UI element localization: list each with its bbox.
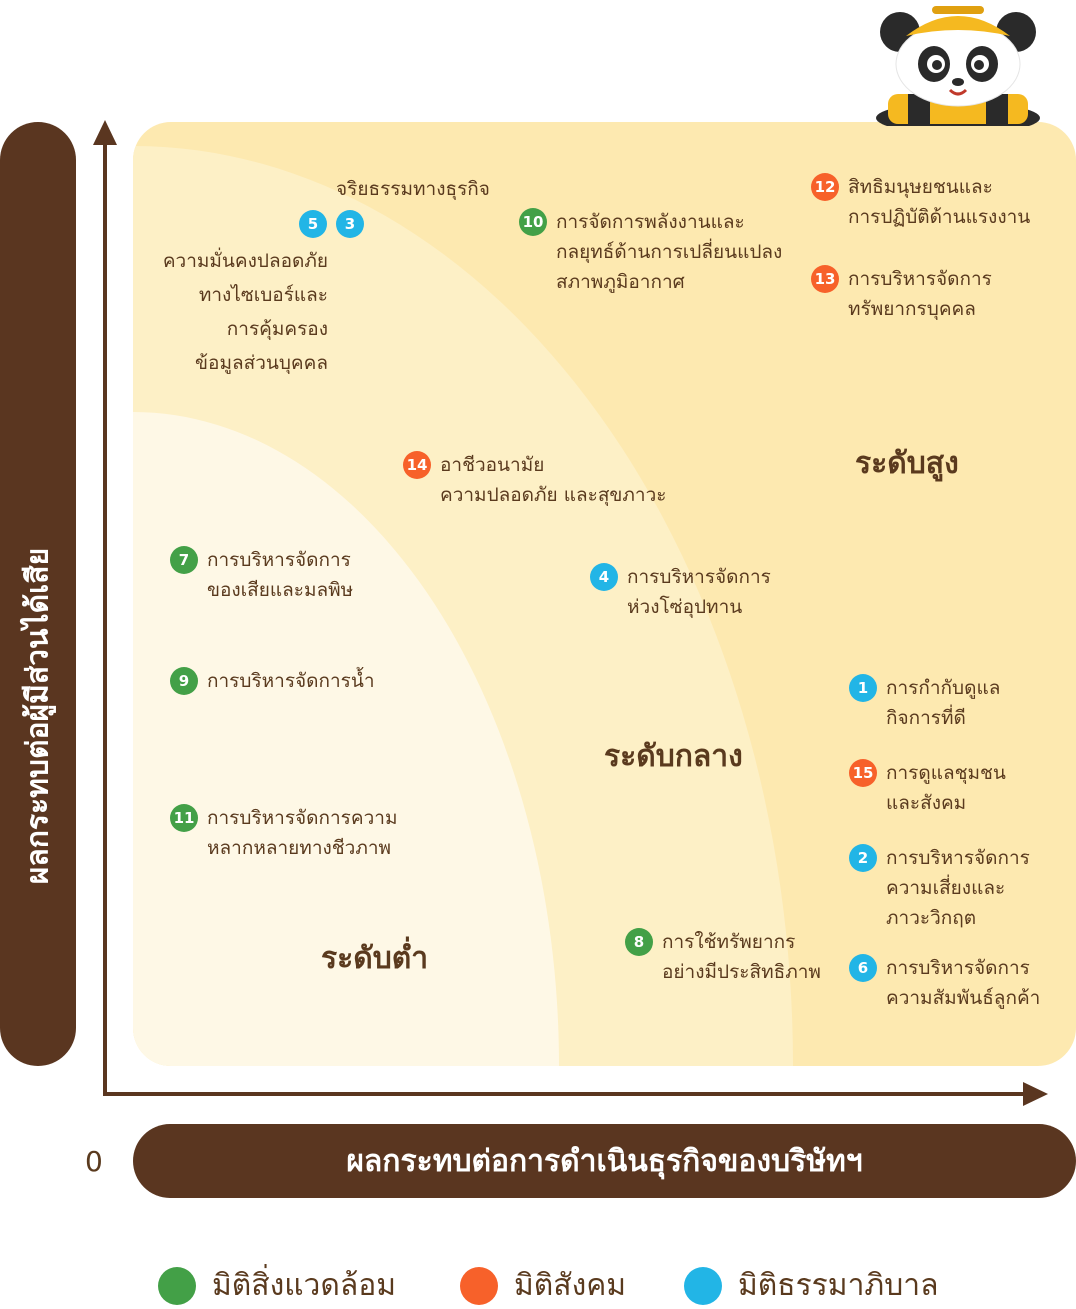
topic-label-line: ความเสี่ยงและ bbox=[886, 877, 1006, 899]
topic-4: 4 การบริหารจัดการ ห่วงโซ่อุปทาน bbox=[590, 562, 771, 622]
topic-label-line: กลยุทธ์ด้านการเปลี่ยนแปลง bbox=[556, 241, 783, 263]
topic-label-line: สภาพภูมิอากาศ bbox=[556, 271, 685, 293]
topic-label-line: การบริหารจัดการ bbox=[886, 957, 1030, 979]
topic-label-line: การจัดการพลังงานและ bbox=[556, 211, 745, 233]
topic-label-line: ของเสียและมลพิษ bbox=[207, 579, 354, 601]
topic-6: 6 การบริหารจัดการ ความสัมพันธ์ลูกค้า bbox=[849, 953, 1040, 1013]
topic-label-line: ความปลอดภัย และสุขภาวะ bbox=[440, 484, 667, 506]
origin-label: 0 bbox=[85, 1145, 103, 1178]
topic-business-ethics-label: จริยธรรมทางธุรกิจ bbox=[336, 174, 490, 204]
topic-label-line: อาชีวอนามัย bbox=[440, 454, 545, 476]
topic-badge-3: 3 bbox=[336, 210, 364, 238]
legend-label: มิติสิ่งแวดล้อม bbox=[212, 1268, 397, 1303]
topic-label-line: การบริหารจัดการ bbox=[627, 566, 771, 588]
level-low-label: ระดับต่ำ bbox=[321, 941, 429, 976]
topic-9: 9 การบริหารจัดการน้ำ bbox=[170, 666, 375, 696]
y-axis-label-box: ผลกระทบต่อผู้มีส่วนได้เสีย bbox=[0, 122, 76, 1066]
topic-badge-2: 2 bbox=[849, 844, 877, 872]
topic-label-line: ภาวะวิกฤต bbox=[886, 907, 977, 929]
topic-badge-10: 10 bbox=[519, 208, 547, 236]
topic-8: 8 การใช้ทรัพยากร อย่างมีประสิทธิภาพ bbox=[625, 927, 821, 987]
topic-11: 11 การบริหารจัดการความ หลากหลายทางชีวภาพ bbox=[170, 803, 397, 863]
topic-14: 14 อาชีวอนามัย ความปลอดภัย และสุขภาวะ bbox=[403, 450, 666, 510]
topic-badge-6: 6 bbox=[849, 954, 877, 982]
topic-2: 2 การบริหารจัดการ ความเสี่ยงและ ภาวะวิกฤ… bbox=[849, 843, 1030, 933]
topic-label-line: สิทธิมนุษยชนและ bbox=[848, 176, 993, 198]
topic-badge-14: 14 bbox=[403, 451, 431, 479]
legend-item-environment: มิติสิ่งแวดล้อม bbox=[158, 1262, 396, 1309]
topic-12: 12 สิทธิมนุษยชนและ การปฏิบัติด้านแรงงาน bbox=[811, 172, 1030, 232]
y-axis-label: ผลกระทบต่อผู้มีส่วนได้เสีย bbox=[20, 547, 56, 885]
legend-item-governance: มิติธรรมาภิบาล bbox=[684, 1262, 938, 1309]
topic-label-line: ความมั่นคงปลอดภัย bbox=[162, 250, 328, 272]
topic-label-line: ห่วงโซ่อุปทาน bbox=[627, 596, 743, 618]
topic-badge-4: 4 bbox=[590, 563, 618, 591]
x-axis-label: ผลกระทบต่อการดำเนินธุรกิจของบริษัทฯ bbox=[346, 1143, 863, 1179]
legend-dot-icon bbox=[460, 1266, 498, 1305]
y-axis-arrowhead bbox=[93, 120, 117, 145]
topic-label-line: การบริหารจัดการน้ำ bbox=[207, 670, 375, 692]
topic-label-line: อย่างมีประสิทธิภาพ bbox=[662, 961, 821, 983]
legend-label: มิติธรรมาภิบาล bbox=[738, 1268, 939, 1303]
legend-item-social: มิติสังคม bbox=[460, 1262, 626, 1309]
topic-cyber-security-label: ความมั่นคงปลอดภัย ทางไซเบอร์และ การคุ้มค… bbox=[120, 244, 328, 380]
legend-dot-icon bbox=[158, 1266, 196, 1305]
topic-10: 10 การจัดการพลังงานและ กลยุทธ์ด้านการเปล… bbox=[519, 207, 782, 297]
topic-label-line: ความสัมพันธ์ลูกค้า bbox=[886, 987, 1041, 1009]
topic-label-line: กิจการที่ดี bbox=[886, 707, 966, 729]
topic-badge-15: 15 bbox=[849, 759, 877, 787]
topic-label-line: การกำกับดูแล bbox=[886, 677, 1001, 699]
topic-label-line: การบริหารจัดการความ bbox=[207, 807, 398, 829]
topic-badge-5: 5 bbox=[299, 210, 327, 238]
topic-13: 13 การบริหารจัดการ ทรัพยากรบุคคล bbox=[811, 264, 992, 324]
topic-badge-1: 1 bbox=[849, 674, 877, 702]
topic-label-line: การบริหารจัดการ bbox=[207, 549, 351, 571]
topic-1: 1 การกำกับดูแล กิจการที่ดี bbox=[849, 673, 1000, 733]
topic-badge-12: 12 bbox=[811, 173, 839, 201]
topic-label-line: การบริหารจัดการ bbox=[886, 847, 1030, 869]
topic-label-line: การปฏิบัติด้านแรงงาน bbox=[848, 206, 1031, 228]
topic-label-line: การดูแลชุมชน bbox=[886, 762, 1006, 784]
topic-badge-7: 7 bbox=[170, 546, 198, 574]
topic-label-line: และสังคม bbox=[886, 792, 967, 814]
topic-badge-8: 8 bbox=[625, 928, 653, 956]
topic-7: 7 การบริหารจัดการ ของเสียและมลพิษ bbox=[170, 545, 353, 605]
topic-label-line: หลากหลายทางชีวภาพ bbox=[207, 837, 392, 859]
x-axis-label-box: ผลกระทบต่อการดำเนินธุรกิจของบริษัทฯ bbox=[133, 1124, 1076, 1198]
topic-label-line: ทรัพยากรบุคคล bbox=[848, 298, 976, 320]
topic-badge-13: 13 bbox=[811, 265, 839, 293]
x-axis-arrowhead bbox=[1023, 1082, 1048, 1106]
topic-15: 15 การดูแลชุมชน และสังคม bbox=[849, 758, 1006, 818]
level-high-label: ระดับสูง bbox=[855, 446, 959, 481]
topic-label-line: การใช้ทรัพยากร bbox=[662, 931, 796, 953]
topic-label-line: การบริหารจัดการ bbox=[848, 268, 992, 290]
topic-badge-11: 11 bbox=[170, 804, 198, 832]
topic-label: จริยธรรมทางธุรกิจ bbox=[336, 178, 490, 200]
panda-mascot-icon bbox=[876, 6, 1040, 126]
topic-badge-9: 9 bbox=[170, 667, 198, 695]
topic-label-line: การคุ้มครอง bbox=[226, 318, 328, 340]
zone-low bbox=[133, 412, 559, 1066]
topic-label-line: ทางไซเบอร์และ bbox=[198, 284, 328, 306]
legend-dot-icon bbox=[684, 1266, 722, 1305]
level-medium-label: ระดับกลาง bbox=[604, 739, 743, 774]
legend-label: มิติสังคม bbox=[514, 1268, 627, 1303]
topic-label-line: ข้อมูลส่วนบุคคล bbox=[195, 352, 328, 374]
